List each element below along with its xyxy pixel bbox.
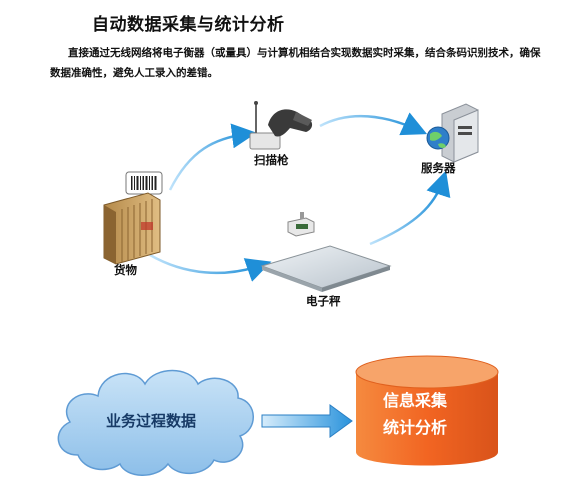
cloud-label: 业务过程数据 <box>106 412 197 430</box>
scanner-icon <box>249 101 313 150</box>
label-scanner: 扫描枪 <box>254 153 289 167</box>
arrow-barcode-to-scanner <box>168 123 257 191</box>
server-icon <box>426 103 479 163</box>
page-title: 自动数据采集与统计分析 <box>92 15 285 35</box>
scale-indicator-icon <box>287 212 315 237</box>
result-cylinder <box>355 355 499 466</box>
arrow-scale-to-server <box>369 170 451 246</box>
result-label-line1: 信息采集 <box>383 391 448 410</box>
result-label-line2: 统计分析 <box>383 418 448 437</box>
description-body: 直接通过无线网络将电子衡器（或量具）与计算机相结合实现数据实时采集，结合条码识别… <box>50 47 541 79</box>
process-data-cloud <box>57 369 254 476</box>
barcode-icon <box>125 171 163 195</box>
label-server: 服务器 <box>421 161 456 175</box>
arrow-scanner-to-server <box>319 112 428 136</box>
label-goods: 货物 <box>114 263 137 277</box>
process-arrow <box>261 404 353 438</box>
cargo-container-icon <box>103 192 161 265</box>
arrow-goods-to-scale <box>149 253 272 282</box>
scale-platform-icon <box>260 245 392 292</box>
label-scale: 电子秤 <box>306 294 341 308</box>
description-text: 直接通过无线网络将电子衡器（或量具）与计算机相结合实现数据实时采集，结合条码识别… <box>50 43 550 83</box>
